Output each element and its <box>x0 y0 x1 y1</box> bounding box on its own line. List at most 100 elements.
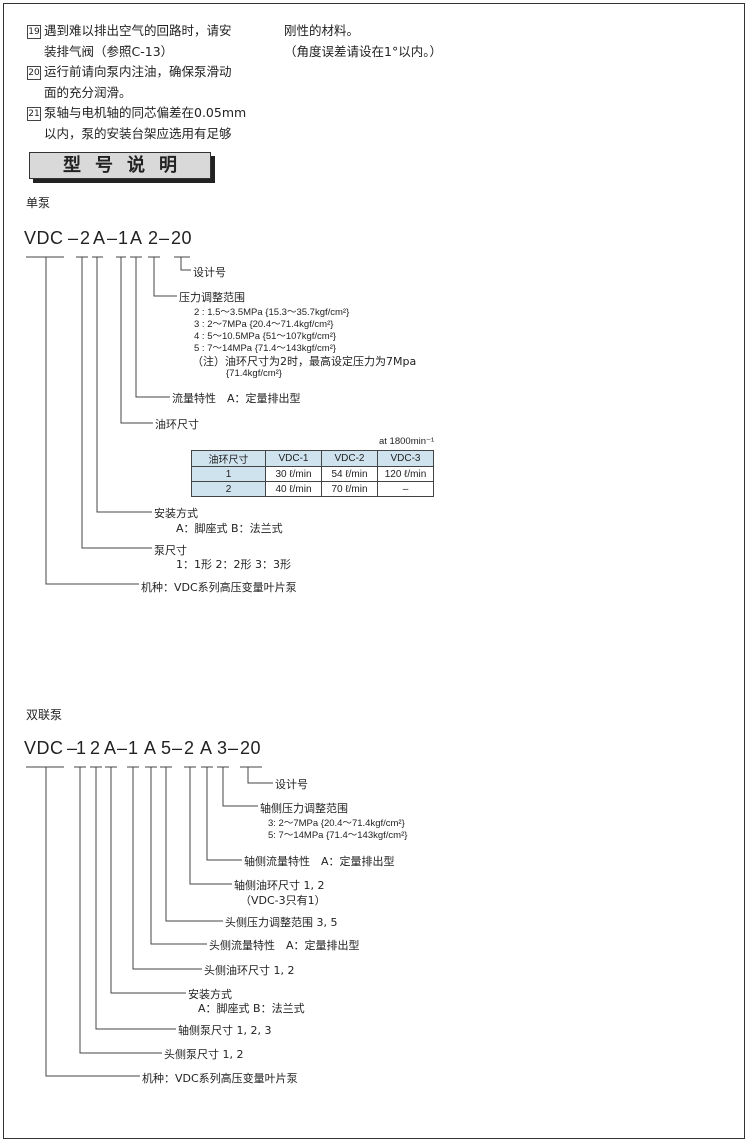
label-mount-type: 安装方式 <box>188 988 232 1001</box>
table-cell: 2 <box>191 481 266 497</box>
table-header: VDC-3 <box>377 450 434 467</box>
leader-line <box>95 767 176 1030</box>
leader-line <box>132 767 202 970</box>
code-part: – <box>107 228 118 248</box>
table-header: 油环尺寸 <box>191 450 266 467</box>
leader-line <box>206 767 242 861</box>
shaft-pressure-option: 5: 7～14MPa {71.4～143kgf/cm²} <box>268 830 408 841</box>
catalog-page: 19 遇到难以排出空气的回路时，请安 装排气阀（参照C-13） 20 运行前请向… <box>3 3 745 1139</box>
code-part: A <box>93 228 106 248</box>
label-ring-size: 油环尺寸 <box>155 418 199 431</box>
code-part: – <box>228 738 239 758</box>
table-cell: – <box>377 481 434 497</box>
code-part: 2 <box>184 738 195 758</box>
leader-line <box>45 767 140 1077</box>
label-head-ring: 头侧油环尺寸 1, 2 <box>204 964 295 977</box>
code-part: A <box>200 738 213 758</box>
note-line: 以内，泵的安装台架应选用有足够 <box>44 126 232 141</box>
pump-size-options: 1：1形 2：2形 3：3形 <box>176 558 291 571</box>
code-part: – <box>68 228 79 248</box>
label-design-number: 设计号 <box>275 778 308 791</box>
mount-options: A：脚座式 B：法兰式 <box>198 1002 305 1015</box>
label-shaft-pressure-range: 轴侧压力调整范围 <box>260 802 348 815</box>
code-part: VDC <box>24 228 64 248</box>
code-part: – <box>67 738 78 758</box>
code-part: A <box>104 738 117 758</box>
code-part: 5 <box>161 738 172 758</box>
code-part: 20 <box>240 738 262 758</box>
label-design-number: 设计号 <box>193 266 226 279</box>
label-pressure-range: 压力调整范围 <box>179 291 245 304</box>
mount-options: A：脚座式 B：法兰式 <box>176 522 283 535</box>
code-part: – <box>172 738 183 758</box>
shaft-ring-note: （VDC-3只有1） <box>240 894 326 907</box>
note-line: （角度误差请设在1°以内。） <box>284 44 442 59</box>
leader-line <box>45 257 139 585</box>
pressure-option: 4 : 5～10.5MPa {51～107kgf/cm²} <box>194 331 337 342</box>
note-number: 20 <box>27 66 41 80</box>
leader-line <box>96 257 152 513</box>
shaft-pressure-option: 3: 2～7MPa {20.4～71.4kgf/cm²} <box>268 818 405 829</box>
label-shaft-pump-size: 轴侧泵尺寸 1, 2, 3 <box>178 1024 272 1037</box>
note-line: 面的充分润滑。 <box>44 85 132 100</box>
code-part: A <box>130 228 143 248</box>
label-model-series: 机种：VDC系列高压变量叶片泵 <box>141 581 297 594</box>
leader-line <box>222 767 258 807</box>
leader-line <box>81 257 152 549</box>
pressure-note: （注）油环尺寸为2时，最高设定压力为7Mpa <box>192 355 417 368</box>
label-head-pressure: 头侧压力调整范围 3, 5 <box>225 916 338 929</box>
label-mount-type: 安装方式 <box>154 507 198 520</box>
note-number: 21 <box>27 107 41 121</box>
note-line: 遇到难以排出空气的回路时，请安 <box>44 23 232 38</box>
code-part: VDC <box>24 738 64 758</box>
pressure-note-value: {71.4kgf/cm²} <box>226 368 282 379</box>
code-part: A <box>144 738 157 758</box>
code-part: 1 <box>118 228 129 248</box>
pressure-option: 2 : 1.5～3.5MPa {15.3～35.7kgf/cm²} <box>194 307 350 318</box>
label-head-flow: 头侧流量特性 A：定量排出型 <box>209 939 360 952</box>
note-number: 19 <box>27 25 41 39</box>
leader-line <box>110 767 186 994</box>
pressure-option: 3 : 2～7MPa {20.4～71.4kgf/cm²} <box>194 319 334 330</box>
note-line: 刚性的材料。 <box>284 23 360 38</box>
label-shaft-flow: 轴侧流量特性 A：定量排出型 <box>244 855 395 868</box>
table-row: 2 40 ℓ/min 70 ℓ/min – <box>191 481 434 497</box>
table-condition-note: at 1800min⁻¹ <box>379 436 435 447</box>
table-header-row: 油环尺寸 VDC-1 VDC-2 VDC-3 <box>191 450 434 467</box>
code-part: 20 <box>171 228 193 248</box>
double-pump-heading: 双联泵 <box>26 708 63 722</box>
leader-lines <box>26 256 273 1077</box>
code-part: 1 <box>76 738 87 758</box>
table-header: VDC-2 <box>321 450 378 467</box>
ring-flow-table: 油环尺寸 VDC-1 VDC-2 VDC-3 1 30 ℓ/min 54 ℓ/m… <box>191 450 434 497</box>
leader-line <box>189 767 232 885</box>
label-flow-characteristic: 流量特性 A：定量排出型 <box>172 392 301 405</box>
note-line: 装排气阀（参照C-13） <box>44 44 174 59</box>
table-cell: 70 ℓ/min <box>321 481 378 497</box>
leader-line <box>150 767 207 945</box>
leader-line <box>135 257 170 398</box>
pressure-option: 5 : 7～14MPa {71.4～143kgf/cm²} <box>194 343 337 354</box>
table-row: 1 30 ℓ/min 54 ℓ/min 120 ℓ/min <box>191 466 434 482</box>
label-pump-size: 泵尺寸 <box>154 544 187 557</box>
code-part: – <box>117 738 128 758</box>
single-pump-heading: 单泵 <box>26 196 51 210</box>
code-part: 2 <box>80 228 91 248</box>
code-part: 3 <box>217 738 228 758</box>
section-heading: 型号说明 <box>29 152 211 179</box>
section-title: 型号说明 <box>63 155 191 176</box>
leader-line <box>120 257 153 424</box>
code-part: 2 <box>148 228 159 248</box>
label-model-series: 机种：VDC系列高压变量叶片泵 <box>142 1072 298 1085</box>
code-part: 1 <box>128 738 139 758</box>
leader-line <box>153 257 177 297</box>
note-line: 运行前请向泵内注油，确保泵滑动 <box>44 64 232 79</box>
leader-line <box>180 257 191 271</box>
leader-line <box>165 767 223 922</box>
note-line: 泵轴与电机轴的同芯偏差在0.05mm <box>44 105 247 120</box>
leader-line <box>247 767 273 784</box>
code-part: – <box>159 228 170 248</box>
code-part: 2 <box>90 738 101 758</box>
label-head-pump-size: 头侧泵尺寸 1, 2 <box>164 1048 244 1061</box>
label-shaft-ring: 轴侧油环尺寸 1, 2 <box>234 879 325 892</box>
